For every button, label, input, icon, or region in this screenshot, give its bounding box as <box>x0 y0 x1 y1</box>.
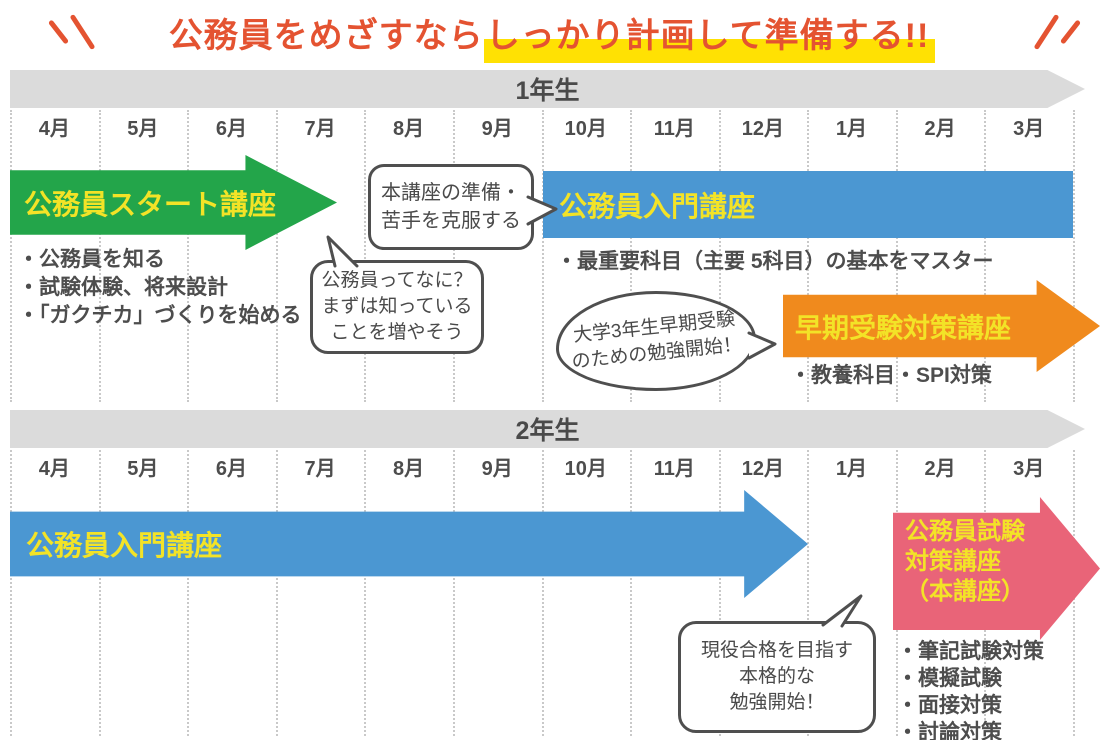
main-course-bullets: ・筆記試験対策 ・模擬試験 ・面接対策 ・討論対策 <box>897 638 1044 740</box>
month-label: 8月 <box>393 458 425 480</box>
bubble-prepare: 本講座の準備・ 苦手を克服する <box>368 164 558 250</box>
intro-course-bullet: ・最重要科目（主要 5科目）の基本をマスター <box>556 250 994 273</box>
bullet-item: ・討論対策 <box>897 721 1002 740</box>
main-course-arrow: 公務員試験 対策講座 （本講座） <box>893 497 1100 640</box>
grid-line <box>453 110 455 402</box>
grid-line <box>719 110 721 402</box>
grid-line <box>10 110 12 402</box>
month-label: 1月 <box>835 458 868 480</box>
bullet-item: ・面接対策 <box>897 694 1002 717</box>
bullet-item: ・試験体験、将来設計 <box>18 276 228 299</box>
month-label: 4月 <box>38 118 70 140</box>
bubble-text: 大学3年生早期受験 のための勉強開始！ <box>568 306 744 376</box>
main-course-label: 公務員試験 対策講座 （本講座） <box>905 517 1025 607</box>
start-course-label: 公務員スタート講座 <box>24 188 277 220</box>
year1-month-grid <box>0 110 1104 402</box>
title-highlight: しっかり計画して準備する!! <box>483 17 936 63</box>
grid-line <box>630 450 632 736</box>
bubble-line: 苦手を克服する <box>381 210 521 232</box>
month-label: 7月 <box>304 118 336 140</box>
month-label: 2月 <box>924 458 956 480</box>
bullet-item: ・公務員を知る <box>18 248 165 271</box>
month-label: 6月 <box>215 118 247 140</box>
month-label: 9月 <box>481 458 513 480</box>
month-label: 3月 <box>1013 118 1045 140</box>
grid-line <box>276 110 278 402</box>
label-line: （本講座） <box>905 578 1025 605</box>
bubble-line: 本格的な <box>738 666 815 687</box>
early-course-arrow: 早期受験対策講座 <box>783 280 1100 372</box>
year2-months-row: 4月 5月 6月 7月 8月 9月 10月 11月 12月 1月 2月 3月 <box>10 452 1073 481</box>
bullet-item: ・「ガクチカ」づくりを始める <box>18 304 302 327</box>
bubble-line: 本講座の準備・ <box>381 182 521 204</box>
grid-line <box>807 450 809 736</box>
grid-line <box>542 110 544 402</box>
bubble-line: ことを増やそう <box>330 322 464 343</box>
bullet-item: ・模擬試験 <box>897 667 1002 690</box>
month-label: 3月 <box>1013 458 1045 480</box>
month-label: 10月 <box>564 458 607 480</box>
month-label: 11月 <box>653 118 695 140</box>
label-line: 対策講座 <box>905 548 1001 575</box>
grid-line <box>10 450 12 736</box>
page-title: 公務員をめざすならしっかり計画して準備する!! <box>0 8 1104 63</box>
month-label: 5月 <box>127 118 159 140</box>
intro-course-bar: 公務員入門講座 <box>543 171 1073 238</box>
grid-line <box>807 110 809 402</box>
early-course-label: 早期受験対策講座 <box>795 313 1011 344</box>
month-label: 11月 <box>653 458 695 480</box>
grid-line <box>630 110 632 402</box>
bubble-line: 現役合格を目指す <box>700 640 853 661</box>
bubble-line: まずは知っている <box>321 296 473 317</box>
intro-course-label: 公務員入門講座 <box>559 190 756 222</box>
bubble-tail-icon <box>526 195 558 226</box>
grid-line <box>719 450 721 736</box>
grid-line <box>984 110 986 402</box>
year1-band-label: 1年生 <box>515 77 580 105</box>
bubble-line: 勉強開始！ <box>729 692 825 713</box>
grid-line <box>364 450 366 736</box>
grid-line <box>99 450 101 736</box>
grid-line <box>896 110 898 402</box>
grid-line <box>99 110 101 402</box>
year2-band-label: 2年生 <box>515 417 580 445</box>
month-label: 4月 <box>38 458 70 480</box>
month-label: 7月 <box>304 458 336 480</box>
bubble-tail-icon <box>821 594 863 628</box>
intro-course-label-y2: 公務員入門講座 <box>26 530 223 561</box>
bubble-what-is-komuin: 公務員ってなに？ まずは知っている ことを増やそう <box>310 235 484 354</box>
year2-band: 2年生 <box>10 410 1085 448</box>
grid-line <box>453 450 455 736</box>
bullet-item: ・筆記試験対策 <box>897 640 1044 663</box>
month-label: 1月 <box>835 118 868 140</box>
month-label: 12月 <box>741 118 785 140</box>
grid-line <box>364 110 366 402</box>
grid-line <box>542 450 544 736</box>
year1-band: 1年生 <box>10 70 1085 108</box>
bubble-early-study: 大学3年生早期受験 のための勉強開始！ <box>556 291 777 391</box>
month-label: 12月 <box>741 458 785 480</box>
month-label: 2月 <box>924 118 956 140</box>
month-label: 5月 <box>127 458 159 480</box>
label-line: 公務員試験 <box>905 518 1025 545</box>
bubble-tail-icon <box>326 235 359 268</box>
early-course-bullet: ・教養科目・SPI対策 <box>790 364 992 387</box>
start-course-bullets: ・公務員を知る ・試験体験、将来設計 ・「ガクチカ」づくりを始める <box>18 246 302 330</box>
month-label: 8月 <box>393 118 425 140</box>
grid-line <box>187 110 189 402</box>
grid-line <box>276 450 278 736</box>
month-label: 6月 <box>215 458 247 480</box>
grid-line <box>187 450 189 736</box>
title-plain: 公務員をめざすなら <box>168 17 484 55</box>
bubble-line: 公務員ってなに？ <box>321 270 473 291</box>
grid-line <box>1073 110 1075 402</box>
bubble-tail-icon <box>747 331 777 360</box>
year1-months-row: 4月 5月 6月 7月 8月 9月 10月 11月 12月 1月 2月 3月 <box>10 112 1073 141</box>
bubble-serious-study: 現役合格を目指す 本格的な 勉強開始！ <box>678 594 876 733</box>
month-label: 9月 <box>481 118 513 140</box>
month-label: 10月 <box>564 118 607 140</box>
